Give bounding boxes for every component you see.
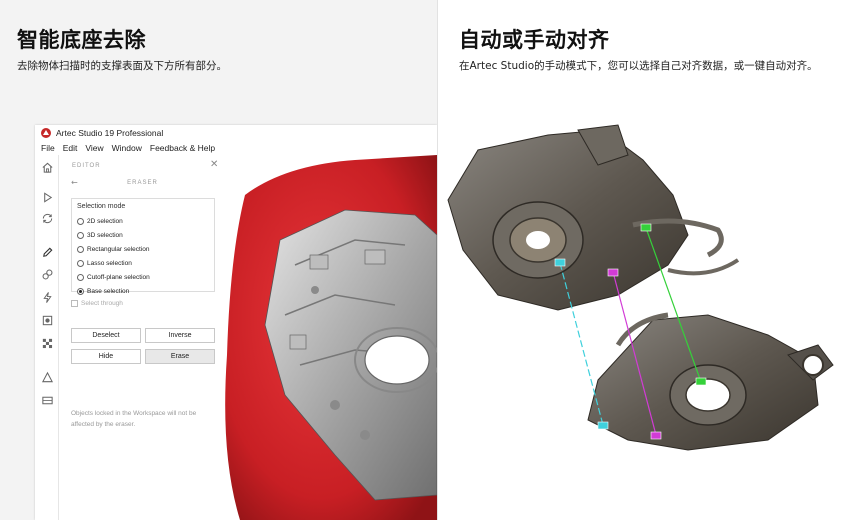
radio-label: Base selection <box>87 288 130 295</box>
menu-bar: File Edit View Window Feedback & Help <box>35 141 437 155</box>
radio-button[interactable] <box>77 218 84 225</box>
radio-button[interactable] <box>77 246 84 253</box>
hide-button[interactable]: Hide <box>71 349 141 364</box>
alignment-view[interactable] <box>438 120 850 520</box>
radio-button[interactable] <box>77 232 84 239</box>
marker-magenta-top[interactable] <box>607 268 619 277</box>
select-through-checkbox[interactable]: Select through <box>71 300 123 307</box>
marker-green-bottom[interactable] <box>695 377 707 386</box>
radio-label: 2D selection <box>87 218 123 225</box>
deselect-button[interactable]: Deselect <box>71 328 141 343</box>
pencil-icon[interactable] <box>40 245 54 259</box>
radio-2d-selection[interactable]: 2D selection <box>77 218 123 225</box>
menu-file[interactable]: File <box>41 143 55 153</box>
editor-header: EDITOR <box>72 163 101 169</box>
eraser-note: Objects locked in the Workspace will not… <box>71 410 197 428</box>
marker-green-top[interactable] <box>640 223 652 232</box>
vertical-toolbar <box>35 155 59 520</box>
close-icon[interactable]: ✕ <box>210 159 219 170</box>
left-panel: 智能底座去除 去除物体扫描时的支撑表面及下方所有部分。 Artec Studio… <box>17 28 437 520</box>
eraser-section-title: ERASER <box>127 180 158 186</box>
radio-lasso-selection[interactable]: Lasso selection <box>77 260 132 267</box>
3d-viewport[interactable] <box>225 155 437 520</box>
lightning-icon[interactable] <box>40 290 54 304</box>
radio-label: Cutoff-plane selection <box>87 274 150 281</box>
inverse-button[interactable]: Inverse <box>145 328 215 343</box>
select-through-label: Select through <box>81 300 123 307</box>
left-panel-subtitle: 去除物体扫描时的支撑表面及下方所有部分。 <box>17 60 227 72</box>
marker-cyan-top[interactable] <box>554 258 566 267</box>
part-mesh <box>264 209 437 501</box>
alignment-line-green <box>645 227 702 383</box>
editor-panel: EDITOR ✕ ← ERASER Selection mode 2D sele… <box>60 155 225 520</box>
ruler-icon[interactable] <box>40 393 54 407</box>
home-icon[interactable] <box>40 160 54 174</box>
radio-cutoff-plane-selection[interactable]: Cutoff-plane selection <box>77 274 150 281</box>
radio-label: Rectangular selection <box>87 246 150 253</box>
scan-render <box>225 155 437 520</box>
measure-triangle-icon[interactable] <box>40 370 54 384</box>
app-window: Artec Studio 19 Professional File Edit V… <box>35 125 437 520</box>
radio-button[interactable] <box>77 260 84 267</box>
window-title: Artec Studio 19 Professional <box>56 128 164 138</box>
radio-3d-selection[interactable]: 3D selection <box>77 232 123 239</box>
radio-button[interactable] <box>77 274 84 281</box>
menu-edit[interactable]: Edit <box>62 143 78 153</box>
erase-button[interactable]: Erase <box>145 349 215 364</box>
back-arrow-icon[interactable]: ← <box>71 178 78 187</box>
alignment-line-cyan <box>559 262 604 426</box>
radio-label: Lasso selection <box>87 260 132 267</box>
right-panel-subtitle: 在Artec Studio的手动模式下，您可以选择自己对齐数据，或一键自动对齐。 <box>459 60 818 72</box>
alignment-render <box>447 124 834 451</box>
right-panel: 自动或手动对齐 在Artec Studio的手动模式下，您可以选择自己对齐数据，… <box>438 0 850 520</box>
checkbox[interactable] <box>71 300 78 307</box>
menu-window[interactable]: Window <box>111 143 142 153</box>
marker-cyan-bottom[interactable] <box>597 421 609 430</box>
alignment-line-magenta <box>612 271 657 436</box>
selection-mode-group: Selection mode 2D selection 3D selection… <box>71 198 215 295</box>
menu-view[interactable]: View <box>85 143 104 153</box>
play-icon[interactable] <box>40 190 54 204</box>
radio-rectangular-selection[interactable]: Rectangular selection <box>77 246 150 253</box>
radio-base-selection[interactable]: Base selection <box>77 288 129 295</box>
panel-divider <box>437 0 438 520</box>
link-icon[interactable] <box>40 267 54 281</box>
radio-label: 3D selection <box>87 232 123 239</box>
right-panel-title: 自动或手动对齐 <box>459 28 610 52</box>
menu-feedback-help[interactable]: Feedback & Help <box>149 143 216 153</box>
left-panel-title: 智能底座去除 <box>17 28 146 52</box>
artec-logo-icon <box>41 128 51 138</box>
sync-icon[interactable] <box>40 211 54 225</box>
checker-icon[interactable] <box>40 336 54 350</box>
selection-mode-title: Selection mode <box>77 203 126 210</box>
radio-button-selected[interactable] <box>77 288 84 295</box>
marker-magenta-bottom[interactable] <box>650 431 662 440</box>
bore-hole <box>364 335 430 385</box>
window-titlebar: Artec Studio 19 Professional <box>35 125 437 141</box>
texture-icon[interactable] <box>40 313 54 327</box>
